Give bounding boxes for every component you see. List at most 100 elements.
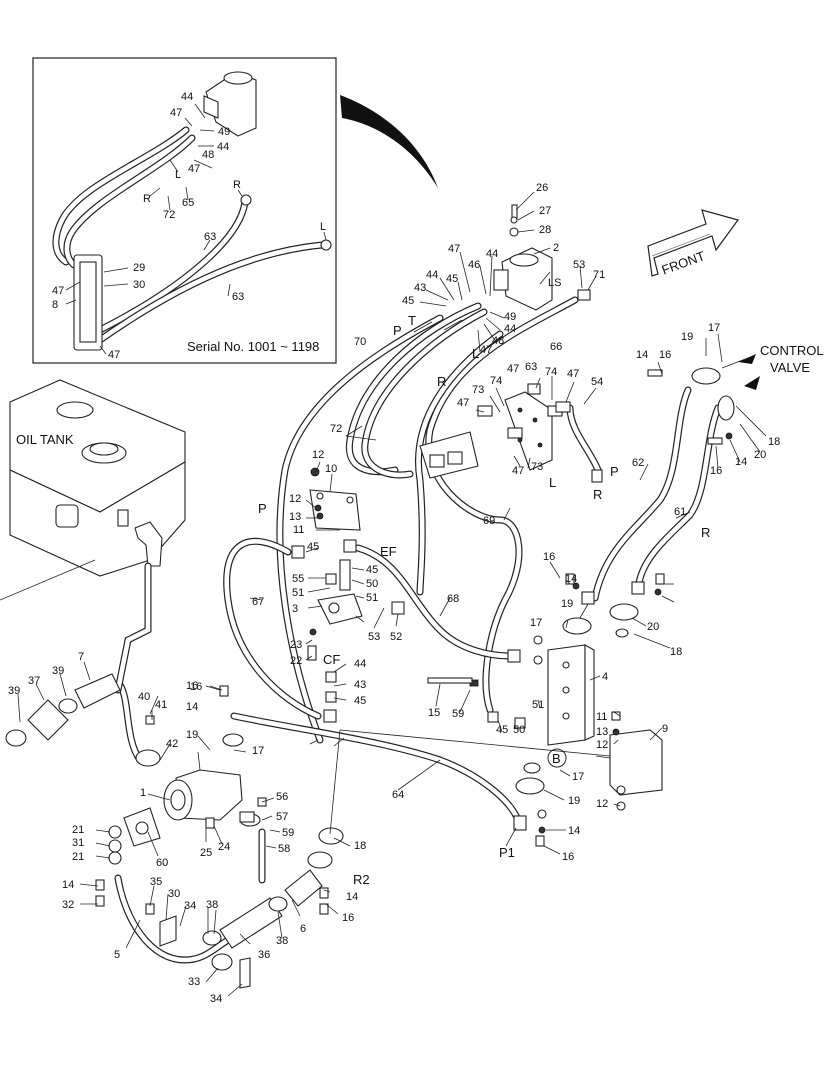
part-number: 35	[150, 876, 162, 888]
part-number: 37	[28, 675, 40, 687]
inset-frame	[32, 57, 337, 364]
port-label: P	[258, 501, 267, 516]
part-number: 58	[278, 843, 290, 855]
front-arrow: FRONT	[647, 209, 739, 278]
inset-label: 48	[202, 149, 214, 161]
components	[5, 204, 735, 989]
port-label: T	[408, 313, 416, 328]
part-number: 69	[483, 515, 495, 527]
part-number: 18	[670, 646, 682, 658]
part-number: 67	[252, 596, 264, 608]
part-number: 2	[553, 242, 559, 254]
port-label: EF	[380, 544, 397, 559]
part-number: 38	[206, 899, 218, 911]
part-number: 53	[573, 259, 585, 271]
part-number: 47	[448, 243, 460, 255]
port-label: CF	[323, 652, 340, 667]
part-number: 14	[568, 825, 580, 837]
part-number: 12	[289, 493, 301, 505]
part-number: 19	[186, 729, 198, 741]
part-number: 45	[366, 564, 378, 576]
part-number: 44	[504, 323, 516, 335]
port-label: P	[393, 323, 402, 338]
inset-label: 44	[181, 91, 193, 103]
part-number: 10	[325, 463, 337, 475]
inset-pointer-arrow	[340, 95, 438, 188]
part-number: 14	[636, 349, 648, 361]
part-number: 19	[561, 598, 573, 610]
part-number: 21	[72, 824, 84, 836]
part-number: 14	[735, 456, 747, 468]
part-number: 39	[8, 685, 20, 697]
part-number: 16	[659, 349, 671, 361]
port-label: P	[610, 464, 619, 479]
part-number: 50	[513, 724, 525, 736]
inset-label: 29	[133, 262, 145, 274]
serial-caption: Serial No. 1001 ~ 1198	[187, 339, 319, 354]
part-number: 1	[140, 787, 146, 799]
leader-lines	[17, 191, 767, 997]
part-number: 30	[168, 888, 180, 900]
part-number: 16	[186, 680, 198, 692]
inset-label: 47	[188, 163, 200, 175]
part-number: 55	[292, 573, 304, 585]
part-number: 13	[289, 511, 301, 523]
part-number: 44	[486, 248, 498, 260]
part-number: 33	[188, 976, 200, 988]
part-number: 32	[62, 899, 74, 911]
part-number: 60	[156, 857, 168, 869]
part-number: 36	[258, 949, 270, 961]
part-number: 41	[155, 699, 167, 711]
part-number: 19	[568, 795, 580, 807]
sheet-divider	[339, 729, 611, 757]
part-number: 59	[282, 827, 294, 839]
part-number: 18	[354, 840, 366, 852]
part-number: 43	[414, 282, 426, 294]
part-number: 16	[342, 912, 354, 924]
part-number: 73	[472, 384, 484, 396]
part-number: 47	[507, 363, 519, 375]
part-number: 54	[591, 376, 603, 388]
part-number: 16	[562, 851, 574, 863]
part-number: 42	[166, 738, 178, 750]
part-number: 6	[300, 923, 306, 935]
part-number: 17	[252, 745, 264, 757]
part-number: 23	[290, 639, 302, 651]
port-label: L	[549, 475, 556, 490]
oil-tank: OIL TANK	[9, 379, 186, 577]
part-number: 25	[200, 847, 212, 859]
part-number: 57	[276, 811, 288, 823]
inset-label: 65	[182, 197, 194, 209]
part-number: 50	[366, 578, 378, 590]
part-number: 22	[290, 655, 302, 667]
part-number: 62	[632, 457, 644, 469]
port-label: B	[552, 751, 561, 766]
inset-label: 47	[170, 107, 182, 119]
part-number: 74	[545, 366, 557, 378]
part-number: 43	[354, 679, 366, 691]
part-number: 14	[346, 891, 358, 903]
port-label: R2	[353, 872, 370, 887]
part-number: 73	[531, 461, 543, 473]
inset-label: L	[320, 221, 326, 233]
part-number: 45	[307, 541, 319, 553]
part-number: 21	[72, 851, 84, 863]
part-number: 14	[565, 573, 577, 585]
inset-label: 49	[218, 126, 230, 138]
part-number: 47	[567, 368, 579, 380]
part-number: 19	[681, 331, 693, 343]
part-number: 74	[490, 375, 502, 387]
sheet-divider	[329, 729, 341, 835]
part-number: 72	[330, 423, 342, 435]
part-numbers: 26 27 28 2 47 44 46 53 71 44 45 43 45 49…	[8, 182, 780, 1005]
hoses	[114, 296, 722, 964]
part-number: 24	[218, 841, 230, 853]
part-number: 17	[708, 322, 720, 334]
inset-label: 63	[232, 291, 244, 303]
port-label: R	[701, 525, 710, 540]
part-number: 27	[539, 205, 551, 217]
part-number: 44	[354, 658, 366, 670]
inset-detail: 44 47 49 44 48 47 L 65 R 72 R 63 L 63 29…	[32, 57, 337, 364]
part-number: 16	[190, 681, 202, 693]
